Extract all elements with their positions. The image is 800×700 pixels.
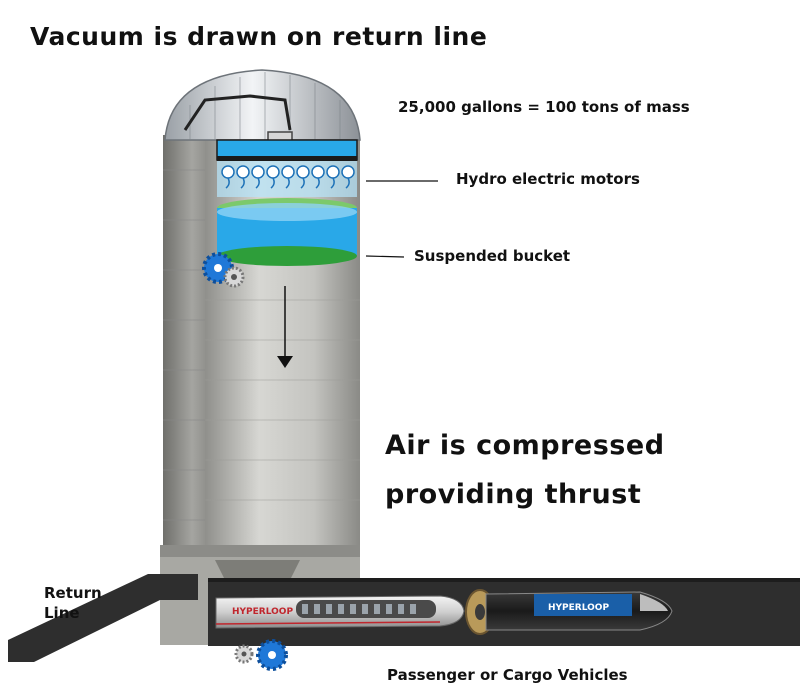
- motors-label: Hydro electric motors: [456, 170, 640, 188]
- pod-right-brand: HYPERLOOP: [548, 603, 609, 613]
- bucket-label: Suspended bucket: [414, 247, 571, 265]
- return-line-pipe: [8, 574, 198, 662]
- cargo-pod: HYPERLOOP: [485, 591, 673, 631]
- suspended-bucket: [217, 198, 357, 266]
- diagram-title: Vacuum is drawn on return line: [30, 22, 488, 51]
- pod-left-brand: HYPERLOOP: [232, 607, 293, 617]
- return-line-label: Return: [44, 584, 102, 602]
- return-line-label-2: Line: [44, 604, 80, 622]
- mass-label: 25,000 gallons = 100 tons of mass: [398, 98, 690, 116]
- bottom-gear-icon: [234, 639, 288, 671]
- air-compressed-label: Air is compressed: [385, 430, 665, 461]
- thrust-label: providing thrust: [385, 479, 642, 510]
- vehicles-label: Passenger or Cargo Vehicles: [387, 666, 628, 684]
- passenger-pod: HYPERLOOP: [215, 595, 465, 629]
- down-arrow-icon: [277, 286, 293, 368]
- hydro-electric-motors: [221, 165, 355, 179]
- gear-icon: [202, 252, 245, 288]
- bucket-leader-line: [365, 255, 405, 258]
- motor-stems: [225, 177, 350, 189]
